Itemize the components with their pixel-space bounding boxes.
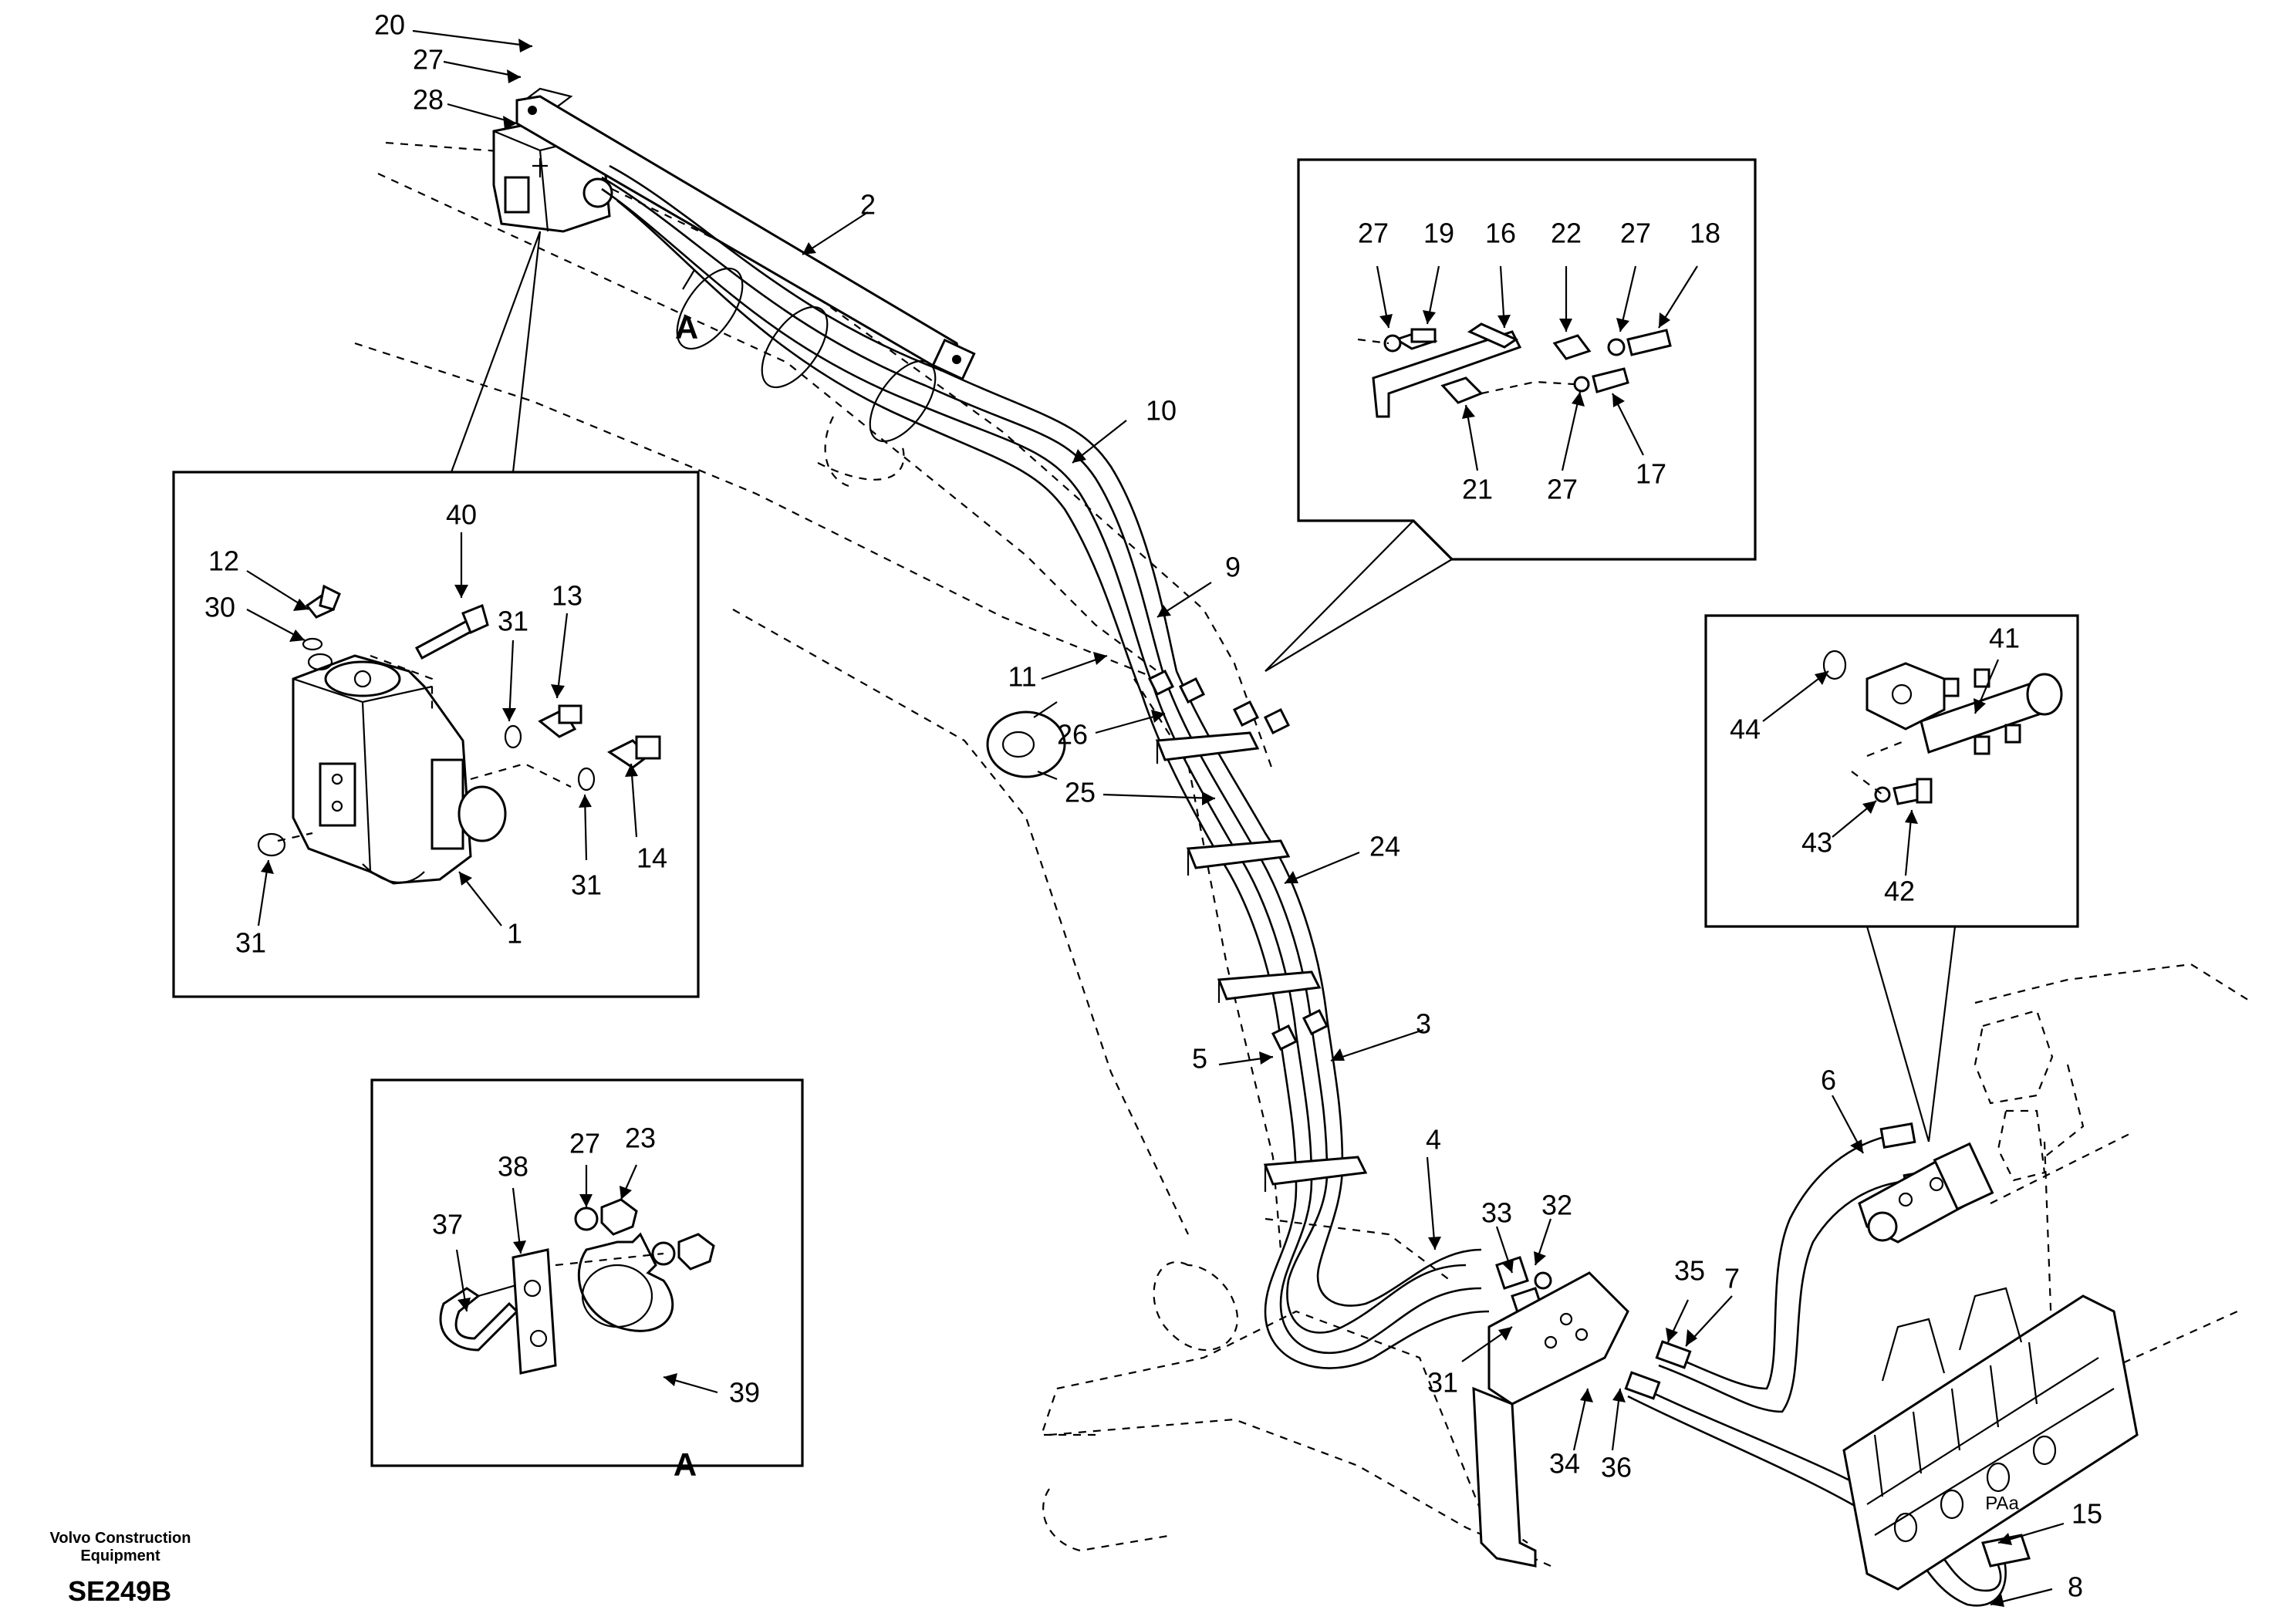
callout-7: 7 (1724, 1263, 1740, 1294)
footer: Volvo Construction Equipment SE249B (50, 1530, 191, 1607)
main-control-valve (1842, 1287, 2139, 1591)
figure-code: SE249B (68, 1575, 171, 1607)
callout-24: 24 (1369, 831, 1400, 862)
callout-12: 12 (208, 545, 239, 577)
callout-34: 31 (1427, 1367, 1458, 1399)
callout-36: 33 (1481, 1197, 1512, 1229)
callout-28: 27 (413, 44, 444, 76)
callout-31-right: 31 (498, 606, 528, 637)
publisher-name: Volvo Construction (50, 1530, 191, 1547)
callout-6: 6 (1821, 1065, 1836, 1096)
callout-27-clamp: 27 (569, 1128, 600, 1159)
callout-29: 27 (1547, 474, 1578, 505)
callout-45: 42 (1884, 876, 1915, 907)
boom-outline (354, 141, 2254, 1568)
callout-16: 16 (1485, 218, 1516, 249)
callout-26: 26 (1057, 719, 1088, 751)
inset-bracket-detail (1264, 158, 1757, 672)
lower-mount-bracket (1472, 1271, 1629, 1568)
callouts: 20 27 28 2 10 9 11 26 25 24 3 5 4 33 32 … (204, 9, 2102, 1603)
callout-27-bracket-right: 27 (1620, 218, 1651, 249)
callout-43: 40 (446, 499, 477, 531)
callout-19: 19 (1423, 218, 1454, 249)
pin-cover-disc (986, 701, 1066, 781)
callout-32: 31 (571, 869, 602, 901)
callout-44: 41 (1989, 623, 2020, 654)
callout-1: 1 (507, 918, 522, 950)
lower-hoses (1624, 1122, 2007, 1607)
view-labels: A A PAa (571, 309, 2019, 1514)
boom-clamps (1155, 731, 1368, 1192)
callout-2: 2 (860, 189, 876, 221)
callout-5: 5 (1192, 1043, 1207, 1075)
inset-control-valve (172, 231, 700, 998)
callout-35: 32 (1541, 1190, 1572, 1221)
leader-lines (246, 29, 2065, 1607)
callout-22: 22 (1551, 218, 1582, 249)
callout-13: 13 (552, 580, 582, 612)
callout-10: 10 (1146, 395, 1177, 427)
callout-31-left: 30 (204, 592, 235, 623)
callout-15: 15 (2071, 1498, 2102, 1530)
callout-33: 31 (235, 927, 266, 959)
callout-30: 28 (413, 84, 444, 116)
callout-21: 21 (1462, 474, 1493, 505)
callout-18: 18 (1690, 218, 1720, 249)
shuttle-valve-small (1858, 1142, 1994, 1244)
callout-23: 23 (625, 1122, 656, 1154)
publisher-subtitle: Equipment (80, 1547, 160, 1564)
callout-9: 9 (1225, 552, 1241, 583)
callout-37: 34 (1549, 1448, 1580, 1480)
inset-a-title: A (674, 1446, 697, 1483)
callout-25: 25 (1065, 777, 1096, 808)
callout-3: 3 (1416, 1008, 1431, 1040)
pilot-block-right (1974, 1009, 2054, 1182)
callout-8: 8 (2068, 1571, 2083, 1603)
callout-47: 44 (1730, 714, 1761, 745)
inset-clamp-detail-a (370, 1078, 804, 1467)
callout-17: 17 (1636, 458, 1666, 490)
callout-11: 11 (1008, 661, 1036, 693)
view-a-marker: A (675, 309, 698, 346)
control-valve-top (492, 87, 613, 233)
top-bracket (515, 95, 976, 381)
callout-4: 4 (1426, 1124, 1441, 1156)
port-label: PAa (1985, 1493, 2019, 1514)
callout-38: 35 (1674, 1255, 1705, 1287)
callout-42: 39 (729, 1377, 760, 1409)
callout-39: 36 (1601, 1452, 1632, 1483)
callout-41: 38 (498, 1151, 528, 1183)
callout-40: 37 (432, 1209, 463, 1240)
callout-14: 14 (636, 842, 667, 874)
callout-46: 43 (1801, 827, 1832, 859)
callout-27-bracket-left: 27 (1358, 218, 1389, 249)
callout-20: 20 (374, 9, 405, 41)
